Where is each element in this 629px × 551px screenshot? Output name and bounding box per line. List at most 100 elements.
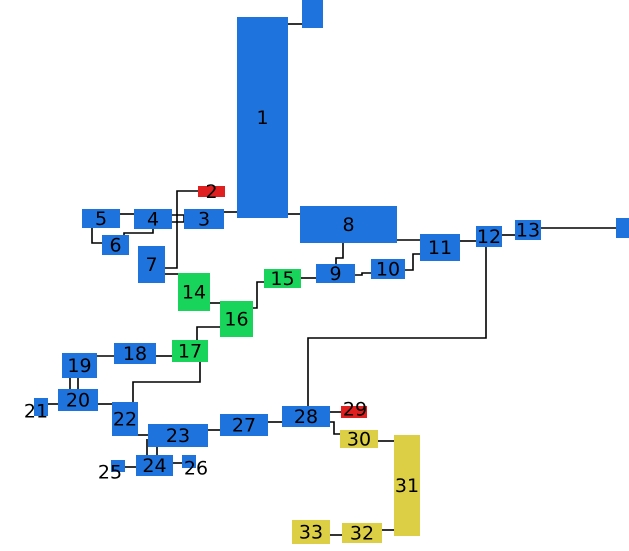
node-box-7 [138,246,165,283]
node-label-11: 11 [428,237,452,259]
node-3: 3 [184,209,224,231]
edge-28-30 [330,421,340,435]
node-13: 13 [515,220,541,242]
node-label-20: 20 [66,390,90,412]
node-6: 6 [102,235,129,257]
node-9: 9 [316,263,355,285]
edge-5-6 [91,228,102,244]
node-label-7: 7 [145,254,157,276]
node-26: 26 [182,455,208,480]
node-label-32: 32 [350,523,374,545]
node-33: 33 [292,520,330,544]
node-box-17 [172,340,208,362]
node-box-20 [58,389,98,411]
node-32: 32 [342,523,382,545]
node-box-6 [102,235,129,255]
node-box-8 [300,206,397,243]
node-17: 17 [172,340,208,363]
node-label-22: 22 [113,409,137,431]
node-1: 1 [237,17,288,218]
node-21: 21 [24,398,48,423]
node-7: 7 [138,246,165,283]
node-label-3: 3 [198,209,210,231]
node-label-29: 29 [343,399,367,421]
node-label-21: 21 [24,401,48,423]
node-box-25 [111,460,125,472]
edge-28-12 [307,247,487,406]
node-box-18 [114,343,156,364]
edge-16-17 [196,326,220,340]
node-right-edge-stub [616,218,629,238]
node-box-15 [264,269,301,288]
edge-8-9 [335,243,344,264]
node-25: 25 [98,460,125,484]
node-29: 29 [341,399,367,421]
node-label-9: 9 [329,263,341,285]
edge-9-10 [355,272,371,276]
node-label-10: 10 [376,259,400,281]
node-top-right-stub [302,0,323,28]
node-box-12 [476,226,502,247]
node-box-10 [371,259,405,279]
node-label-23: 23 [166,425,190,447]
node-label-26: 26 [184,458,208,480]
node-20: 20 [58,389,98,412]
node-14: 14 [178,273,210,311]
node-box-29 [341,406,367,418]
node-label-6: 6 [109,235,121,257]
node-label-16: 16 [224,309,248,331]
node-box-33 [292,520,330,544]
node-box-5 [82,209,120,228]
node-box-4 [134,209,172,229]
node-label-24: 24 [142,455,166,477]
node-box-13 [515,220,541,240]
node-box-24 [136,455,173,476]
node-label-12: 12 [477,226,501,248]
node-8: 8 [300,206,397,243]
edge-2-7 [165,190,198,269]
node-4: 4 [134,209,172,231]
node-19: 19 [62,353,97,378]
node-label-5: 5 [95,208,107,230]
node-15: 15 [264,268,301,290]
node-11: 11 [420,234,460,261]
node-18: 18 [114,343,156,365]
node-box-19 [62,353,97,378]
edge-3-4 [172,214,185,223]
node-5: 5 [82,208,120,230]
node-box-9 [316,264,355,283]
node-label-27: 27 [232,415,256,437]
node-box-23 [148,424,208,447]
node-30: 30 [340,429,378,451]
node-label-15: 15 [270,268,294,290]
node-box-3 [184,209,224,229]
node-2: 2 [198,181,225,203]
node-label-17: 17 [178,341,202,363]
edge-15-16 [253,281,264,309]
node-label-13: 13 [516,220,540,242]
node-24: 24 [136,455,173,477]
node-label-31: 31 [395,475,419,497]
node-label-30: 30 [347,429,371,451]
node-label-33: 33 [299,522,323,544]
node-box-28 [282,406,330,427]
node-16: 16 [220,301,253,337]
edge-17-22 [132,362,201,402]
node-box-top-right-stub [302,0,323,28]
node-23: 23 [148,424,208,447]
node-box-27 [220,414,268,436]
node-box-1 [237,17,288,218]
edges-layer [48,23,616,536]
edge-10-11 [405,253,420,271]
node-10: 10 [371,259,405,281]
node-box-right-edge-stub [616,218,629,238]
node-12: 12 [476,226,502,248]
node-box-14 [178,273,210,311]
node-box-22 [112,402,138,436]
node-box-26 [182,455,196,468]
node-box-2 [198,186,225,197]
node-label-18: 18 [123,343,147,365]
node-box-32 [342,523,382,543]
